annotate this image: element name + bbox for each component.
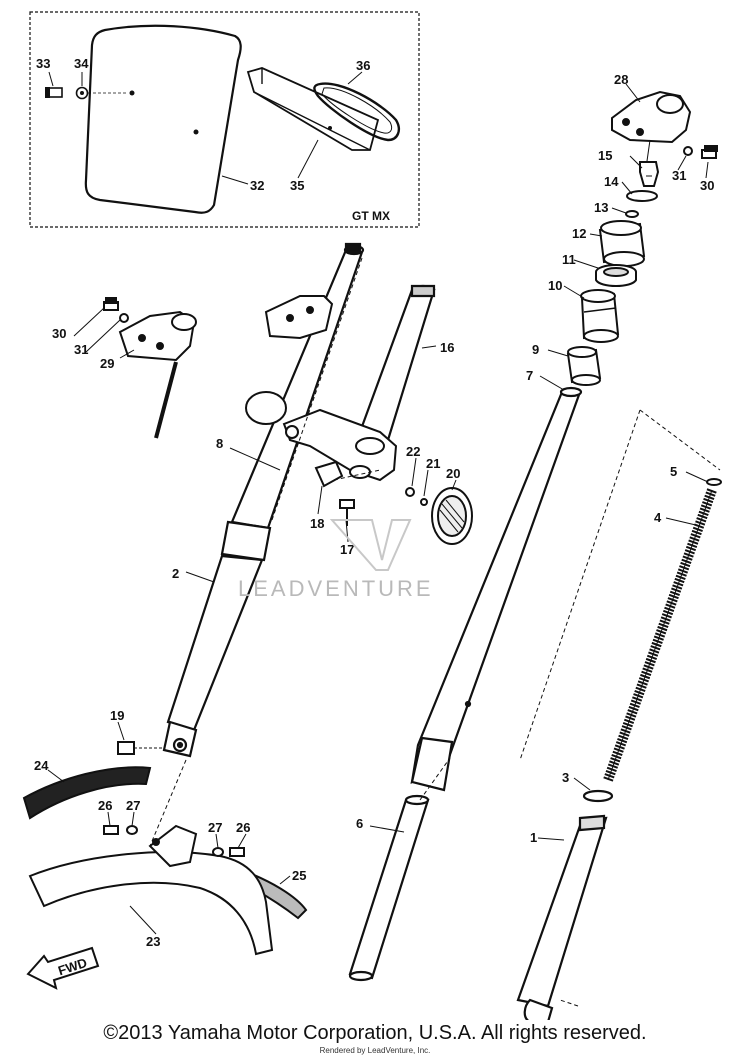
watermark: LEADVENTURE (238, 519, 434, 601)
callout: 12 (572, 226, 586, 241)
number-plate (84, 24, 242, 214)
bolt-15 (639, 161, 660, 187)
callout: 31 (74, 342, 88, 357)
callout: 26 (236, 820, 250, 835)
callout: 27 (126, 798, 140, 813)
washer-31-upper (683, 146, 693, 156)
callout: 28 (614, 72, 628, 87)
copyright-notice: ©2013 Yamaha Motor Corporation, U.S.A. A… (103, 1022, 647, 1044)
callout: 23 (146, 934, 160, 949)
bolt-17 (339, 499, 355, 526)
washer-31-lower (119, 313, 129, 323)
band-36 (313, 82, 400, 142)
steering-stack (566, 90, 718, 386)
callout: 22 (406, 444, 420, 459)
axle-bolt-19 (117, 741, 164, 755)
callout: 4 (654, 510, 662, 525)
under-bracket (245, 391, 398, 482)
bolt-30-upper (701, 145, 718, 159)
headlight-bracket-29 (103, 297, 197, 439)
callout: 35 (290, 178, 304, 193)
callout: 21 (426, 456, 440, 471)
inset-label: GT MX (352, 209, 390, 223)
callout: 16 (440, 340, 454, 355)
washer-14 (626, 190, 658, 202)
damper-plate-20 (431, 487, 473, 545)
callout: 36 (356, 58, 370, 73)
callout: 5 (670, 464, 677, 479)
callout: 34 (74, 56, 89, 71)
o-ring-3 (582, 789, 614, 803)
washer-27-left (126, 825, 138, 835)
callout: 2 (172, 566, 179, 581)
screw-33 (45, 87, 63, 98)
steering-damper-parts (314, 460, 473, 545)
callout: 7 (526, 368, 533, 383)
callout: 11 (562, 252, 576, 267)
callout: 32 (250, 178, 264, 193)
headlight-bracket-28 (611, 90, 692, 169)
bearing-11 (595, 264, 637, 287)
assembly-guide-lines (149, 257, 721, 1007)
nut-21 (420, 498, 428, 506)
number-plate-inset (29, 11, 420, 228)
fork-spring-4 (603, 478, 722, 782)
callout: 27 (208, 820, 222, 835)
bolt-30-lower (103, 297, 119, 311)
fork-tube-6 (348, 794, 430, 982)
watermark-logo-icon (329, 519, 412, 571)
watermark-text: LEADVENTURE (238, 576, 434, 601)
callout: 10 (548, 278, 562, 293)
callout: 19 (110, 708, 124, 723)
callout: 9 (532, 342, 539, 357)
left-fork-assembly (162, 242, 365, 758)
knob-18 (314, 460, 344, 488)
inner-fork-tube-7 (410, 386, 583, 792)
front-fork-exploded-diagram: FWD (22, 11, 722, 1020)
callout: 18 (310, 516, 324, 531)
clip-5 (706, 478, 722, 486)
bracket-35 (246, 67, 380, 151)
callout: 6 (356, 816, 363, 831)
callout: 25 (292, 868, 306, 883)
callout: 24 (34, 758, 49, 773)
callout: 29 (100, 356, 114, 371)
upper-bracket (264, 295, 334, 340)
callout: 3 (562, 770, 569, 785)
washer-27-right (212, 847, 224, 857)
ring-13 (625, 210, 639, 218)
callout: 15 (598, 148, 612, 163)
callout: 26 (98, 798, 112, 813)
callout: 13 (594, 200, 608, 215)
callout: 1 (530, 830, 537, 845)
callout: 33 (36, 56, 50, 71)
callout: 30 (700, 178, 714, 193)
cap-12 (598, 220, 646, 267)
callout: 8 (216, 436, 223, 451)
front-fender-assembly (22, 766, 308, 956)
rendered-by-note: Rendered by LeadVenture, Inc. (319, 1046, 431, 1055)
callout: 17 (340, 542, 354, 557)
callout: 20 (446, 466, 460, 481)
outer-fork-tube-1 (516, 789, 614, 1020)
bushing-10 (580, 289, 620, 343)
callout: 30 (52, 326, 66, 341)
callout-leaders (47, 83, 709, 935)
fender-stay-24 (22, 766, 152, 820)
washer-34 (75, 86, 89, 100)
washer-22 (405, 487, 415, 497)
callout: 31 (672, 168, 686, 183)
callout-lines-inset (48, 71, 363, 185)
fwd-arrow-icon: FWD (26, 946, 100, 990)
callout: 14 (604, 174, 619, 189)
bolt-26-right (229, 847, 245, 857)
steering-stem-16 (358, 284, 436, 442)
collar-9 (566, 346, 602, 386)
callout-numbers: 33 34 36 32 35 28 15 31 30 14 13 12 11 1… (34, 56, 714, 949)
bolt-26-left (103, 825, 119, 835)
